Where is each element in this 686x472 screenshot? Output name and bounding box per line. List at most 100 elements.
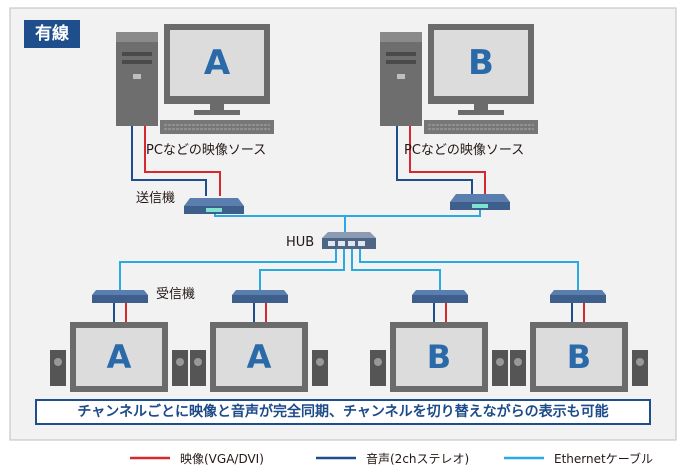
receiver-4-body (550, 295, 606, 303)
pc-a-drive-bay (122, 52, 152, 56)
display-4: B (530, 322, 628, 392)
speaker-6-body (492, 350, 508, 386)
hub-port-3 (348, 241, 355, 246)
pc-b-monitor-base (458, 110, 504, 115)
speaker-3-cone (194, 358, 202, 366)
ethernet-hub-rx3 (351, 248, 441, 290)
hub-label: HUB (286, 235, 315, 250)
speaker-5-cone (374, 358, 382, 366)
speaker-3 (190, 350, 206, 386)
hub-port-1 (328, 241, 335, 246)
ethernet-hub-rx2 (259, 248, 345, 290)
pc-a-power-button (133, 74, 141, 79)
hub (322, 232, 376, 249)
speaker-1-cone (54, 358, 62, 366)
pc-a-monitor-base (194, 110, 240, 115)
wired-tag-bg (24, 20, 80, 48)
display-3-screen (396, 328, 482, 386)
receiver-1-top (92, 290, 148, 295)
speaker-5-body (370, 350, 386, 386)
speaker-1 (50, 350, 66, 386)
banner-caption: チャンネルごとに映像と音声が完全同期、チャンネルを切り替えながらの表示も可能 (77, 404, 609, 420)
speaker-6-cone (496, 358, 504, 366)
display-2-letter: A (247, 338, 272, 376)
ethernet-hub-rx4 (359, 248, 579, 290)
pc-b-keyboard (424, 120, 538, 134)
receiver-3-body (412, 295, 468, 303)
sender-right-top (450, 194, 510, 202)
speaker-4-body (312, 350, 328, 386)
display-4-letter: B (567, 338, 591, 376)
hub-port-4 (358, 241, 365, 246)
display-2: A (210, 322, 308, 392)
speaker-7-body (510, 350, 526, 386)
ethernet-hub-rx1 (119, 248, 337, 290)
pc-b-monitor-neck (474, 104, 488, 112)
speaker-8 (632, 350, 648, 386)
wired-tag: 有線 (35, 24, 69, 44)
video-cable-right (409, 125, 486, 194)
receiver-2-body (232, 295, 288, 303)
audio-cable-right (396, 125, 473, 194)
speaker-8-cone (636, 358, 644, 366)
display-3: B (390, 322, 488, 392)
pc-a-tower-top (116, 32, 158, 42)
audio-cables-top (131, 125, 473, 196)
receiver-label: 受信機 (156, 287, 196, 302)
pc-b-power-button (397, 74, 405, 79)
speaker-1-body (50, 350, 66, 386)
receiver-4 (550, 290, 606, 303)
speaker-2-cone (176, 358, 184, 366)
sender-right-led (472, 204, 488, 208)
legend-ethernet-label: Ethernetケーブル (554, 452, 653, 466)
pc-b-drive-bay-2 (386, 60, 416, 64)
display-1: A (70, 322, 168, 392)
speaker-7-cone (514, 358, 522, 366)
sender-left-led (206, 208, 222, 212)
banner-box (35, 399, 651, 425)
source-label-left: PCなどの映像ソース (146, 143, 267, 158)
sender-label: 送信機 (136, 191, 176, 206)
pc-a: A (116, 24, 274, 134)
pc-b: B (380, 24, 538, 134)
display-1-screen (76, 328, 162, 386)
video-cable-left (144, 125, 221, 196)
receiver-2-top (232, 290, 288, 295)
hub-top (322, 232, 376, 238)
display-4-screen (536, 328, 622, 386)
display-2-screen (216, 328, 302, 386)
sender-left-top (184, 198, 244, 206)
sender-left (184, 198, 244, 214)
pc-b-monitor-screen (434, 30, 528, 96)
speakers (50, 350, 648, 386)
display-1-letter: A (107, 338, 132, 376)
speaker-2 (172, 350, 188, 386)
speaker-5 (370, 350, 386, 386)
display-3-letter: B (427, 338, 451, 376)
speaker-4 (312, 350, 328, 386)
source-label-right: PCなどの映像ソース (404, 143, 525, 158)
speaker-3-body (190, 350, 206, 386)
legend-video-label: 映像(VGA/DVI) (180, 452, 264, 466)
speaker-8-body (632, 350, 648, 386)
pc-a-monitor-neck (210, 104, 224, 112)
audio-cable-left (131, 125, 207, 196)
speaker-7 (510, 350, 526, 386)
pc-b-tower-top (380, 32, 422, 42)
receiver-2 (232, 290, 288, 303)
pc-a-letter: A (204, 43, 231, 83)
receiver-1-body (92, 295, 148, 303)
receiver-3-top (412, 290, 468, 295)
pc-a-monitor-screen (170, 30, 264, 96)
pc-b-drive-bay (386, 52, 416, 56)
hub-port-2 (338, 241, 345, 246)
sender-right (450, 194, 510, 210)
video-cables-top (144, 125, 486, 196)
speaker-6 (492, 350, 508, 386)
speaker-2-body (172, 350, 188, 386)
pc-b-letter: B (468, 43, 494, 83)
receiver-display-cables (113, 302, 585, 322)
pc-a-drive-bay-2 (122, 60, 152, 64)
receiver-3 (412, 290, 468, 303)
